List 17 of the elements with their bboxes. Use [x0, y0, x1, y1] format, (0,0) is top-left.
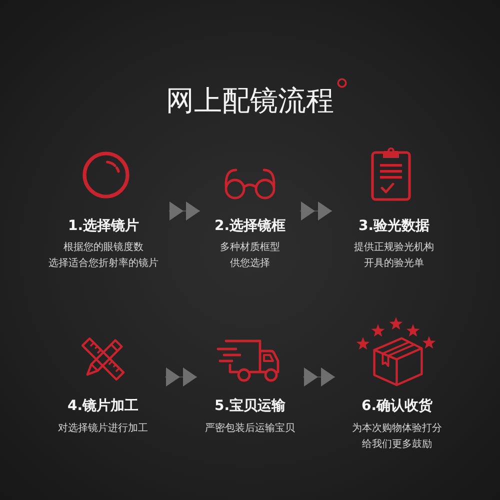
step-description: 对选择镜片进行加工 [57, 422, 149, 436]
step-description: 多种材质框型供您选择 [219, 240, 281, 271]
page-title: 网上配镜流程 [166, 84, 334, 118]
step-title: 6.确认收货 [361, 397, 433, 416]
step-title: 4.镜片加工 [67, 397, 139, 416]
step-title: 2.选择镜框 [214, 217, 286, 236]
step-description: 严密包装后运输宝贝 [204, 422, 296, 436]
double-chevron-arrow [164, 368, 198, 386]
step-title: 1.选择镜片 [68, 217, 140, 236]
step-title: 5.宝贝运输 [214, 396, 286, 416]
double-chevron-arrow [168, 202, 200, 220]
double-chevron-arrow [302, 368, 336, 386]
step-description: 根据您的眼镜度数选择适合您折射率的镜片 [48, 240, 160, 271]
step-description: 为本次购物体验打分给我们更多鼓励 [351, 422, 443, 452]
step-title: 3.验光数据 [358, 217, 430, 236]
double-chevron-arrow [300, 202, 332, 220]
step-description: 提供正规验光机构开具的验光单 [353, 240, 435, 271]
